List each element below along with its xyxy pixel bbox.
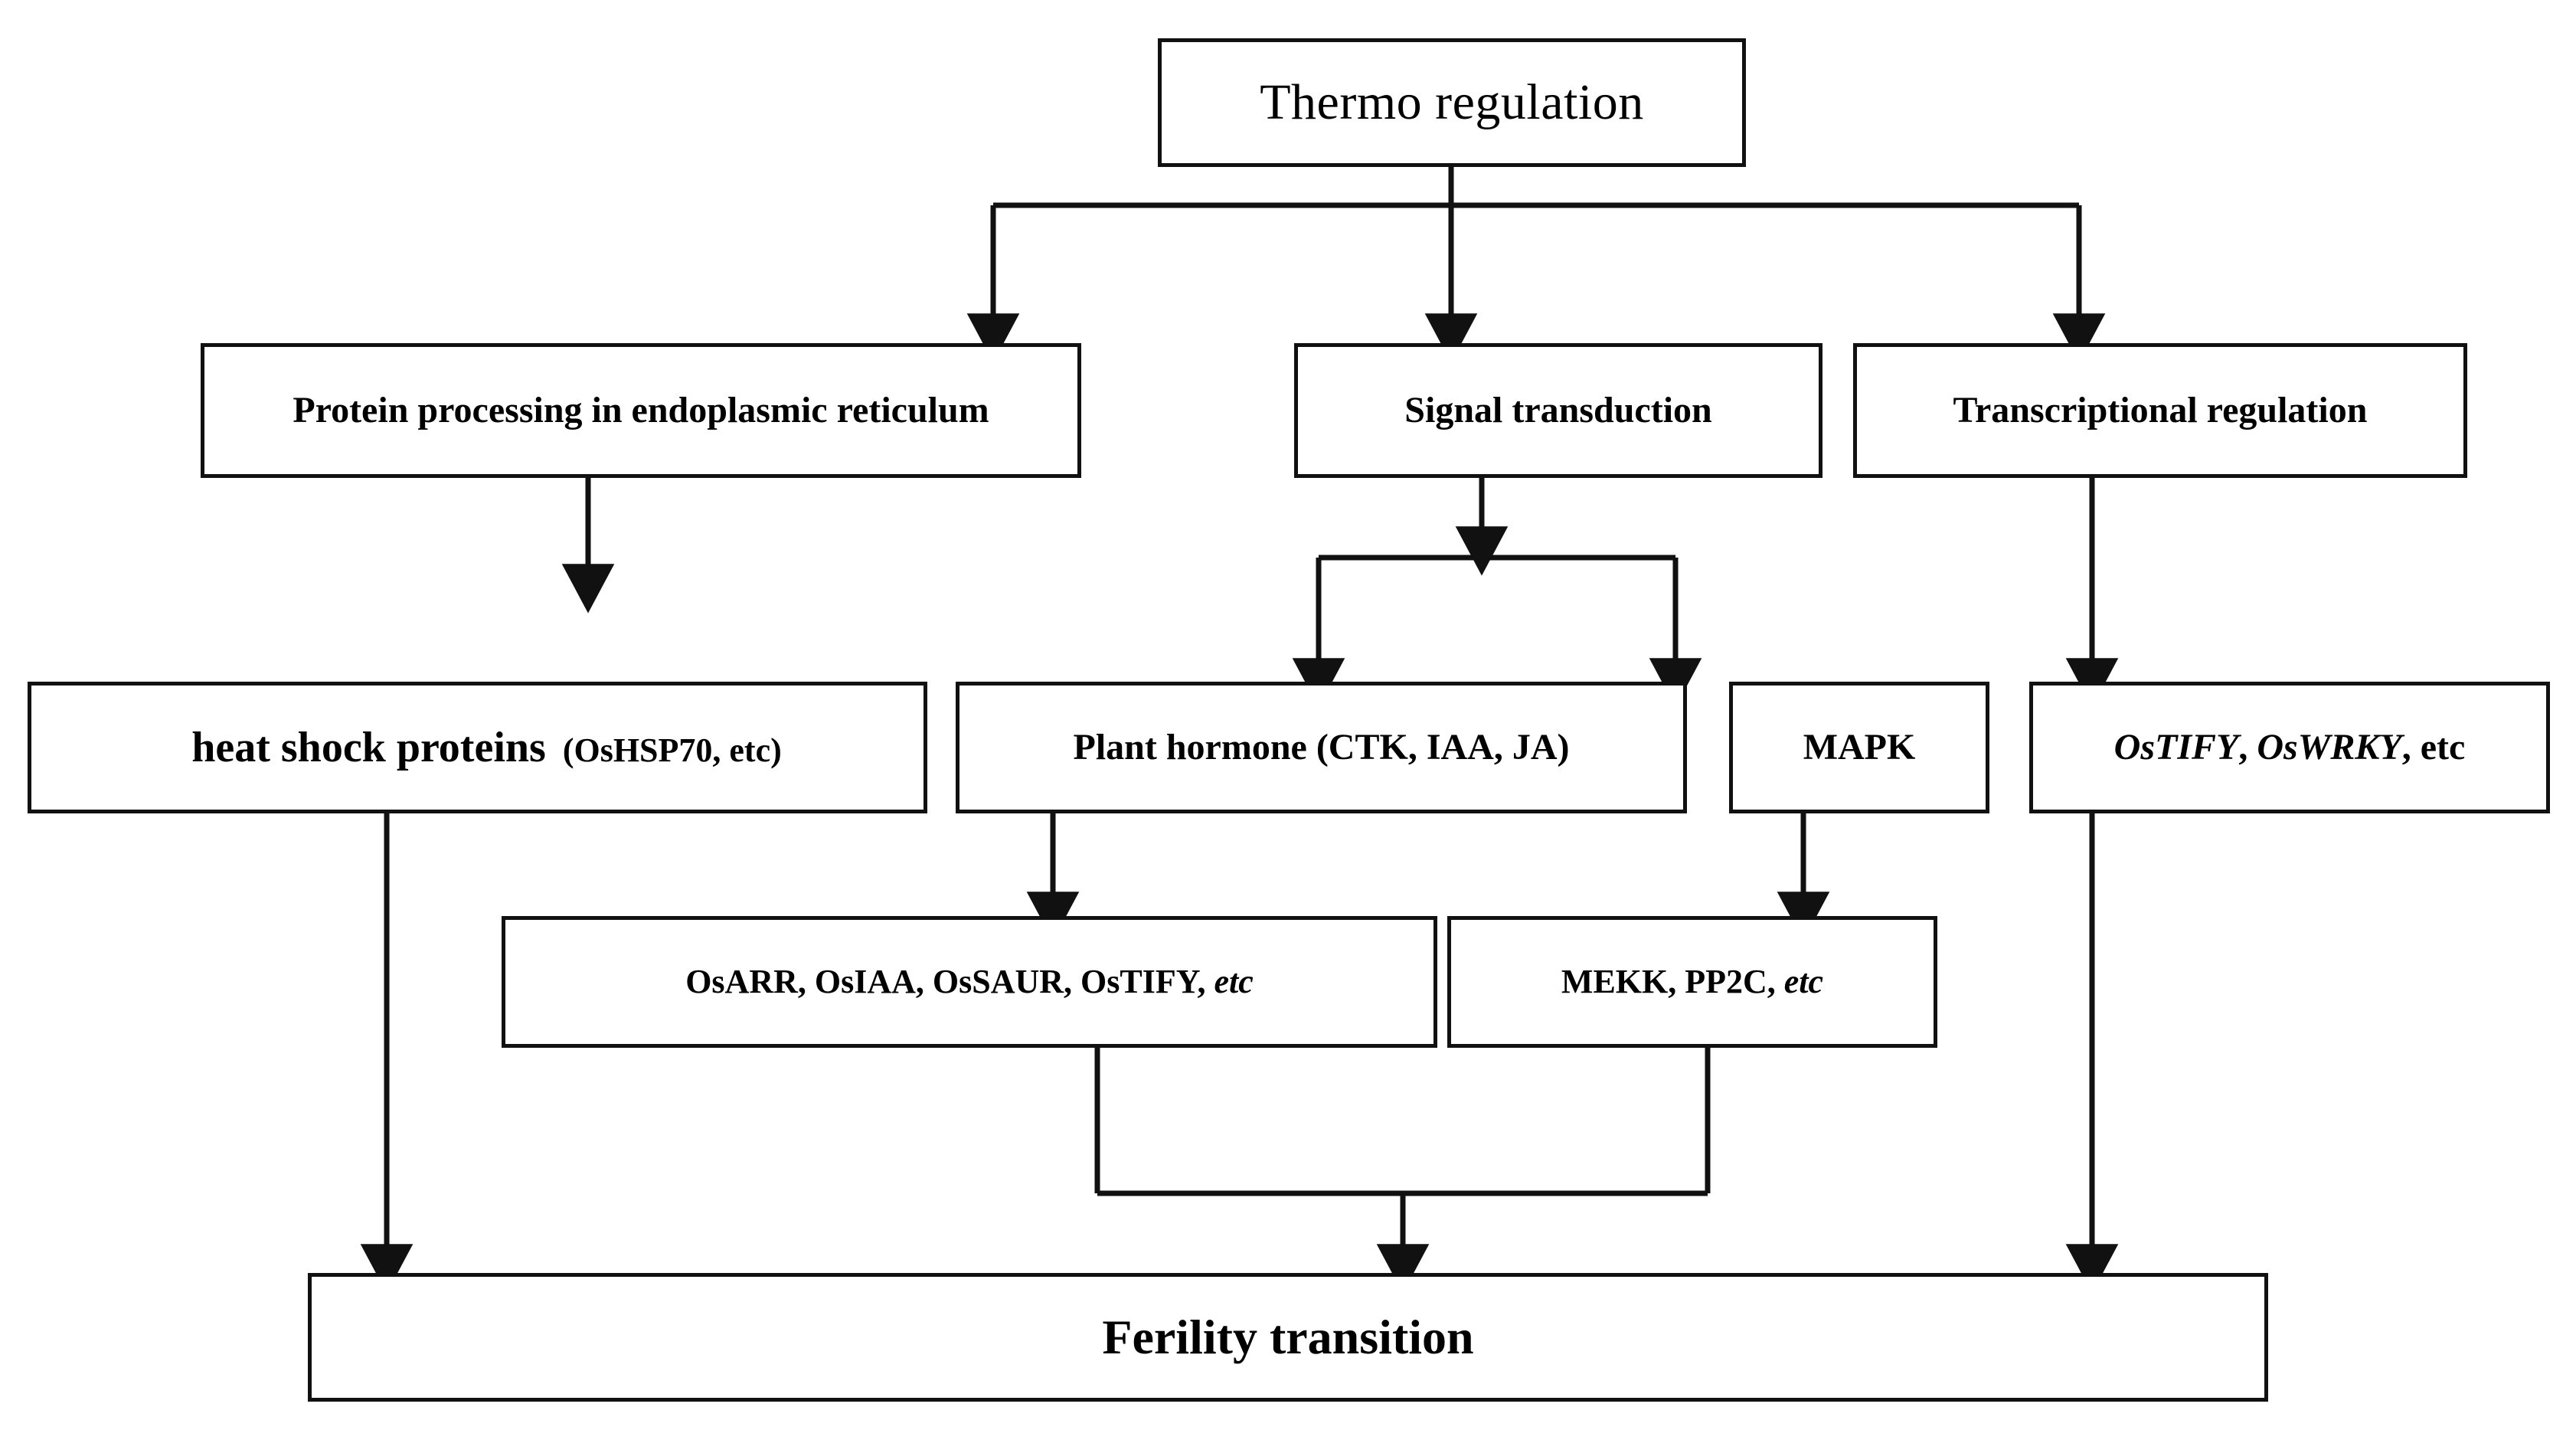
node-thermo-regulation-label: Thermo regulation <box>1260 74 1644 131</box>
hormone-genes-etc: etc <box>1214 962 1254 1000</box>
node-plant-hormone-label: Plant hormone (CTK, IAA, JA) <box>1073 726 1570 767</box>
node-heat-shock-proteins[interactable]: heat shock proteins (OsHSP70, etc) <box>28 682 927 813</box>
node-signal-transduction[interactable]: Signal transduction <box>1294 343 1822 478</box>
tf-gene-oswrky: OsWRKY <box>2257 726 2402 767</box>
node-hormone-genes-label: OsARR, OsIAA, OsSAUR, OsTIFY, etc <box>675 964 1264 1000</box>
node-tf-genes-label: OsTIFY, OsWRKY, etc <box>2104 728 2476 767</box>
tf-gene-separator: , <box>2238 726 2257 767</box>
node-ferility-transition[interactable]: Ferility transition <box>308 1273 2268 1402</box>
hsp-detail-value: (OsHSP70, etc) <box>562 731 782 769</box>
node-hormone-genes[interactable]: OsARR, OsIAA, OsSAUR, OsTIFY, etc <box>502 916 1437 1048</box>
node-ferility-transition-label: Ferility transition <box>1102 1310 1474 1365</box>
node-mapk-genes[interactable]: MEKK, PP2C, etc <box>1447 916 1937 1048</box>
node-protein-processing[interactable]: Protein processing in endoplasmic reticu… <box>201 343 1081 478</box>
node-protein-processing-label: Protein processing in endoplasmic reticu… <box>293 389 989 430</box>
node-signal-transduction-label: Signal transduction <box>1404 389 1712 430</box>
node-thermo-regulation[interactable]: Thermo regulation <box>1158 38 1746 167</box>
node-tf-genes[interactable]: OsTIFY, OsWRKY, etc <box>2029 682 2550 813</box>
mapk-genes-etc: etc <box>1783 962 1824 1000</box>
hsp-main-text: heat shock proteins <box>191 723 546 771</box>
hormone-genes-list: OsARR, OsIAA, OsSAUR, OsTIFY, <box>685 962 1214 1000</box>
node-transcriptional-regulation[interactable]: Transcriptional regulation <box>1853 343 2467 478</box>
tf-gene-tail: , etc <box>2401 726 2466 767</box>
node-plant-hormone[interactable]: Plant hormone (CTK, IAA, JA) <box>956 682 1687 813</box>
node-transcriptional-regulation-label: Transcriptional regulation <box>1953 389 2368 430</box>
tf-gene-ostify: OsTIFY <box>2113 726 2239 767</box>
hsp-detail-text <box>546 731 563 769</box>
node-heat-shock-proteins-label: heat shock proteins (OsHSP70, etc) <box>162 725 793 771</box>
mapk-genes-list: MEKK, PP2C, <box>1561 962 1784 1000</box>
node-mapk[interactable]: MAPK <box>1729 682 1989 813</box>
node-mapk-label: MAPK <box>1803 726 1916 767</box>
node-mapk-genes-label: MEKK, PP2C, etc <box>1551 964 1834 1000</box>
